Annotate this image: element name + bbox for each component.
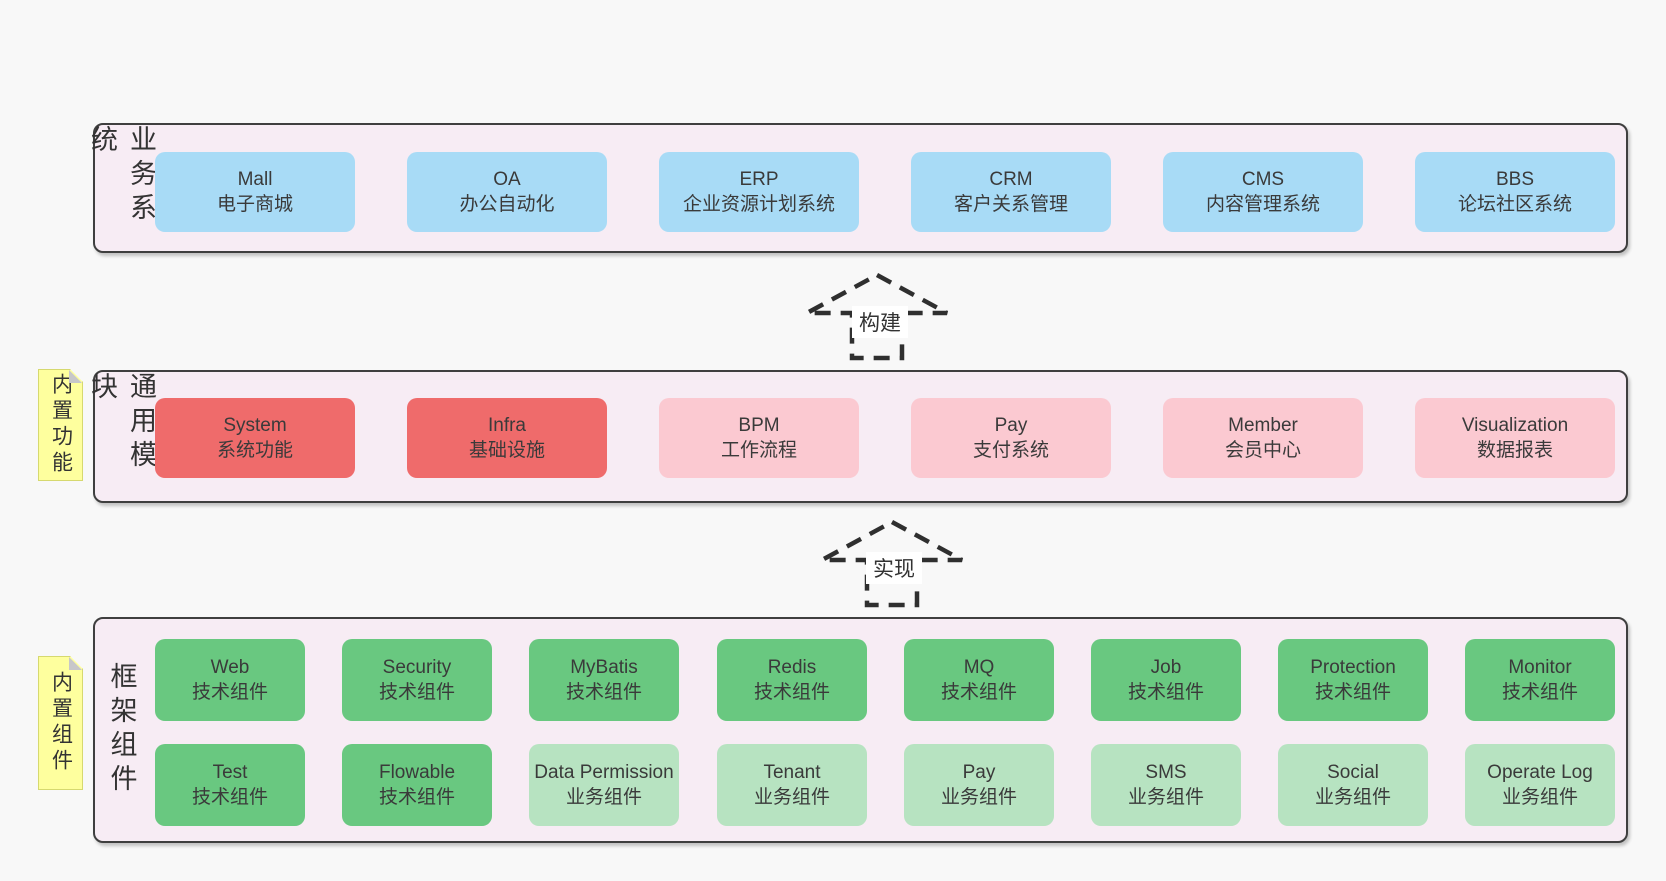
layer-modules-label: 通用模块 xyxy=(87,372,156,474)
box-title: Security xyxy=(382,656,452,678)
box-title: Visualization xyxy=(1461,414,1569,436)
box-subtitle: 论坛社区系统 xyxy=(1457,194,1572,215)
sticky-note-text: 内置功能 xyxy=(49,373,73,477)
box-subtitle: 技术组件 xyxy=(1501,682,1578,703)
box-erp: ERP 企业资源计划系统 xyxy=(659,152,859,232)
box-subtitle: 数据报表 xyxy=(1476,440,1553,461)
box-mq: MQ 技术组件 xyxy=(904,639,1054,721)
box-subtitle: 技术组件 xyxy=(191,787,268,808)
box-mall: Mall 电子商城 xyxy=(155,152,355,232)
box-subtitle: 技术组件 xyxy=(378,787,455,808)
box-subtitle: 业务组件 xyxy=(940,787,1017,808)
box-data-permission: Data Permission 业务组件 xyxy=(529,744,679,826)
box-title: Job xyxy=(1150,656,1182,678)
box-title: Data Permission xyxy=(534,761,674,783)
box-subtitle: 电子商城 xyxy=(216,194,293,215)
box-subtitle: 业务组件 xyxy=(1314,787,1391,808)
sticky-note-built-in-components: 内置组件 xyxy=(38,656,83,790)
build-arrow-label: 构建 xyxy=(852,306,908,338)
box-subtitle: 业务组件 xyxy=(1127,787,1204,808)
box-test: Test 技术组件 xyxy=(155,744,305,826)
box-operate-log: Operate Log 业务组件 xyxy=(1465,744,1615,826)
box-title: System xyxy=(223,414,287,436)
box-title: Web xyxy=(210,656,250,678)
box-flowable: Flowable 技术组件 xyxy=(342,744,492,826)
box-cms: CMS 内容管理系统 xyxy=(1163,152,1363,232)
box-subtitle: 内容管理系统 xyxy=(1205,194,1320,215)
box-web: Web 技术组件 xyxy=(155,639,305,721)
box-subtitle: 会员中心 xyxy=(1224,440,1301,461)
box-subtitle: 办公自动化 xyxy=(459,194,555,215)
box-title: Tenant xyxy=(763,761,821,783)
box-monitor: Monitor 技术组件 xyxy=(1465,639,1615,721)
box-title: SMS xyxy=(1145,761,1187,783)
box-subtitle: 企业资源计划系统 xyxy=(682,194,835,215)
sticky-fold-corner-icon xyxy=(69,370,82,383)
box-redis: Redis 技术组件 xyxy=(717,639,867,721)
box-title: CMS xyxy=(1241,168,1285,190)
box-title: CRM xyxy=(989,168,1033,190)
box-title: Member xyxy=(1228,414,1298,436)
box-title: MyBatis xyxy=(570,656,638,678)
box-security: Security 技术组件 xyxy=(342,639,492,721)
box-title: Test xyxy=(212,761,248,783)
box-subtitle: 技术组件 xyxy=(565,682,642,703)
layer-components-label: 框架组件 xyxy=(106,662,137,798)
box-subtitle: 技术组件 xyxy=(1127,682,1204,703)
implement-arrow-label: 实现 xyxy=(866,552,922,584)
box-sms: SMS 业务组件 xyxy=(1091,744,1241,826)
box-title: BPM xyxy=(738,414,780,436)
box-infra: Infra 基础设施 xyxy=(407,398,607,478)
box-job: Job 技术组件 xyxy=(1091,639,1241,721)
box-title: MQ xyxy=(963,656,995,678)
box-subtitle: 业务组件 xyxy=(565,787,642,808)
box-bbs: BBS 论坛社区系统 xyxy=(1415,152,1615,232)
box-subtitle: 技术组件 xyxy=(1314,682,1391,703)
box-subtitle: 工作流程 xyxy=(720,440,797,461)
box-title: OA xyxy=(493,168,521,190)
box-title: Pay xyxy=(994,414,1028,436)
box-title: BBS xyxy=(1495,168,1535,190)
box-title: Pay xyxy=(962,761,996,783)
box-crm: CRM 客户关系管理 xyxy=(911,152,1111,232)
box-title: Mall xyxy=(237,168,273,190)
box-subtitle: 支付系统 xyxy=(972,440,1049,461)
box-title: Social xyxy=(1327,761,1379,783)
box-title: Protection xyxy=(1310,656,1396,678)
box-social: Social 业务组件 xyxy=(1278,744,1428,826)
box-protection: Protection 技术组件 xyxy=(1278,639,1428,721)
box-title: Monitor xyxy=(1508,656,1572,678)
box-pay: Pay 支付系统 xyxy=(911,398,1111,478)
layer-business-label: 业务系统 xyxy=(87,125,156,227)
layer-business-systems: 业务系统 Mall 电子商城 OA 办公自动化 ERP 企业资源计划系统 CRM 客户关系管理… xyxy=(87,123,1628,253)
box-subtitle: 系统功能 xyxy=(216,440,293,461)
box-title: Operate Log xyxy=(1487,761,1593,783)
layer-common-modules: 通用模块 System 系统功能 Infra 基础设施 BPM 工作流程 Pay 支付系统 Me… xyxy=(87,370,1628,503)
box-subtitle: 技术组件 xyxy=(753,682,830,703)
box-subtitle: 客户关系管理 xyxy=(953,194,1068,215)
box-system: System 系统功能 xyxy=(155,398,355,478)
box-oa: OA 办公自动化 xyxy=(407,152,607,232)
sticky-note-text: 内置组件 xyxy=(49,671,73,775)
box-member: Member 会员中心 xyxy=(1163,398,1363,478)
box-visualization: Visualization 数据报表 xyxy=(1415,398,1615,478)
box-subtitle: 技术组件 xyxy=(378,682,455,703)
box-title: Flowable xyxy=(378,761,456,783)
sticky-fold-corner-icon xyxy=(69,657,82,670)
box-subtitle: 业务组件 xyxy=(1501,787,1578,808)
box-subtitle: 业务组件 xyxy=(753,787,830,808)
box-subtitle: 技术组件 xyxy=(940,682,1017,703)
box-mybatis: MyBatis 技术组件 xyxy=(529,639,679,721)
box-pay: Pay 业务组件 xyxy=(904,744,1054,826)
box-subtitle: 技术组件 xyxy=(191,682,268,703)
box-bpm: BPM 工作流程 xyxy=(659,398,859,478)
box-title: Redis xyxy=(767,656,817,678)
box-subtitle: 基础设施 xyxy=(468,440,545,461)
box-title: Infra xyxy=(487,414,527,436)
box-tenant: Tenant 业务组件 xyxy=(717,744,867,826)
sticky-note-built-in-features: 内置功能 xyxy=(38,369,83,481)
box-title: ERP xyxy=(739,168,779,190)
